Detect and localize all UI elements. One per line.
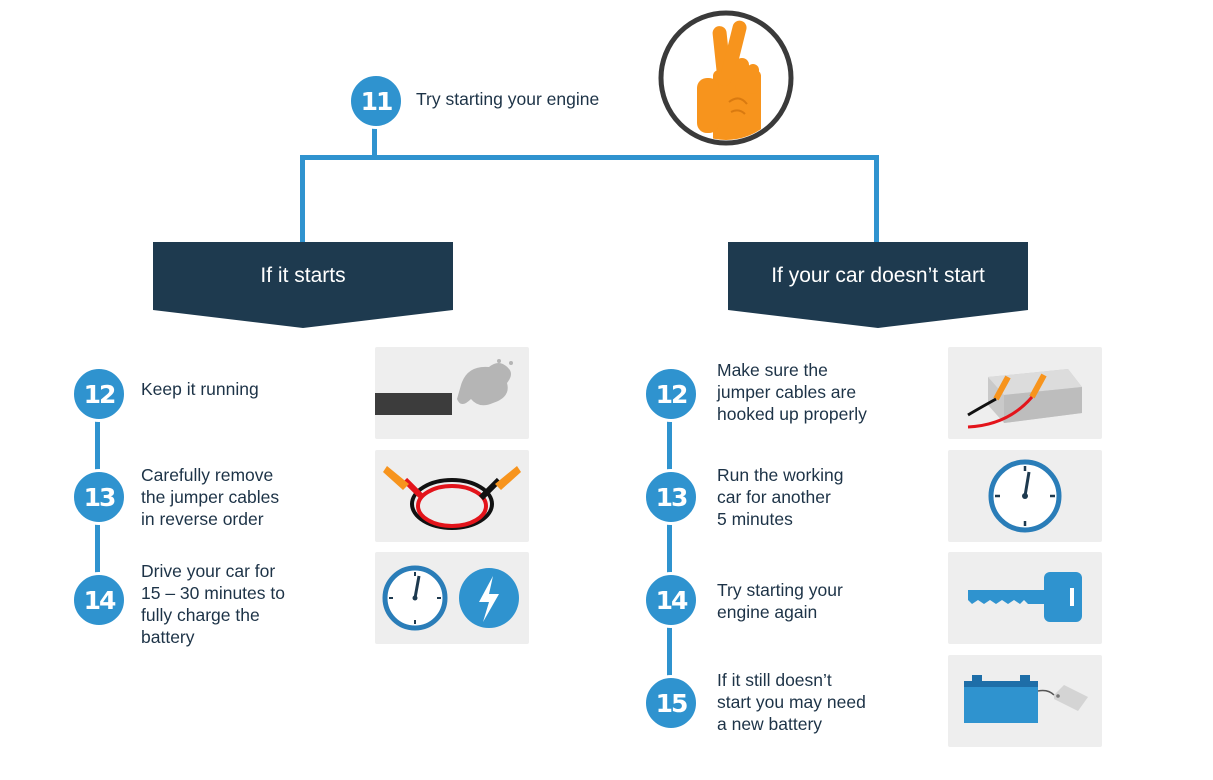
banner-title-left: If it starts (260, 264, 346, 287)
right-steps-line (667, 393, 672, 703)
battery-price-tag-icon (948, 655, 1102, 747)
step-number-intro: 11 (348, 73, 404, 129)
step-text-right-14: Try starting your engine again (717, 580, 843, 622)
step-text-right-12: Make sure the jumper cables are hooked u… (717, 360, 867, 424)
step-text-intro: Try starting your engine (416, 89, 600, 109)
step-text-left-13: Carefully remove the jumper cables in re… (141, 465, 280, 529)
connector-horizontal (300, 155, 879, 160)
step-text-left-14: Drive your car for 15 – 30 minutes to fu… (141, 561, 285, 647)
car-key-icon (948, 552, 1102, 644)
step-number-right-13: 13 (643, 469, 699, 525)
connector-left-down (300, 155, 305, 245)
jumper-cables-icon (375, 450, 529, 542)
step-number-right-12: 12 (643, 366, 699, 422)
step-number-left-12: 12 (71, 366, 127, 422)
banner-if-it-starts: If it starts (153, 242, 453, 328)
clock-and-lightning-icon (375, 552, 529, 644)
step-number-left-14: 14 (71, 572, 127, 628)
banner-title-right: If your car doesn’t start (771, 264, 985, 287)
step-number-left-13: 13 (71, 469, 127, 525)
step-number-right-15: 15 (643, 675, 699, 731)
step-text-right-15: If it still doesn’t start you may need a… (717, 670, 866, 734)
step-text-right-13: Run the working car for another 5 minute… (717, 465, 844, 529)
step-text-left-12: Keep it running (141, 379, 259, 399)
battery-with-clamps-icon (948, 347, 1102, 439)
step-number-right-14: 14 (643, 572, 699, 628)
exhaust-pipe-icon (375, 347, 529, 439)
banner-if-car-doesnt-start: If your car doesn’t start (728, 242, 1028, 328)
fingers-crossed-icon (655, 8, 797, 150)
connector-intro-down (372, 120, 377, 160)
connector-right-down (874, 155, 879, 245)
clock-icon (948, 450, 1102, 542)
